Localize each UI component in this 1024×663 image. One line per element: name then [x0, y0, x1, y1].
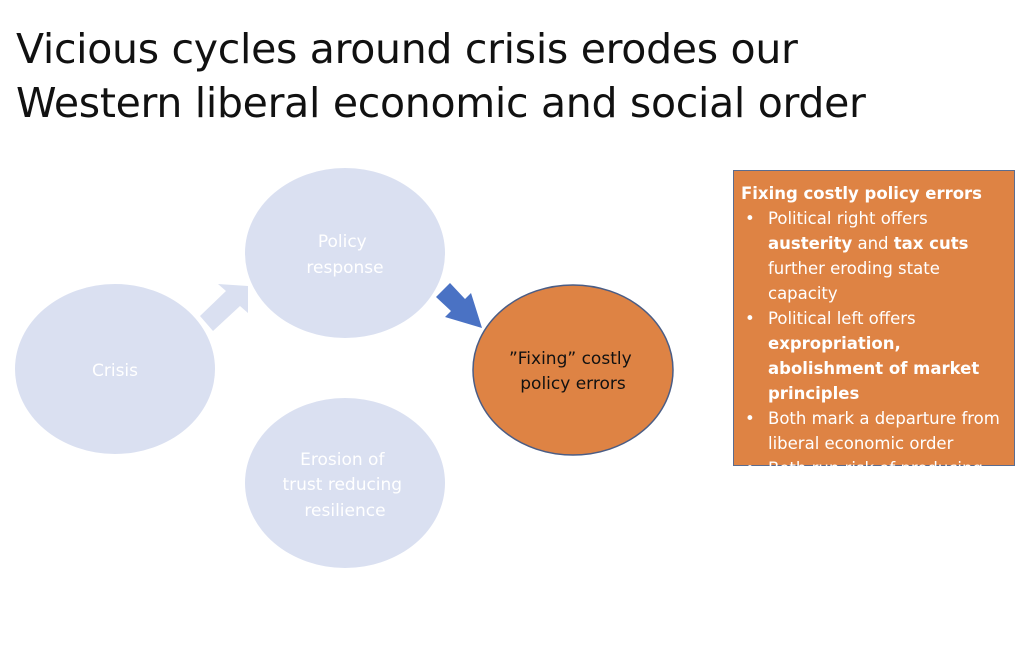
panel-title: Fixing costly policy errors	[741, 184, 983, 203]
node-policy-response-label: Policy response	[306, 232, 383, 278]
node-crisis-label: Crisis	[92, 361, 138, 381]
node-crisis-line-1: Crisis	[92, 361, 138, 381]
policy-errors-panel: Fixing costly policy errors • Political r…	[733, 170, 1015, 503]
bullet-text: Political right offers	[768, 209, 928, 228]
node-fixing-errors-line-1: ”Fixing” costly	[509, 349, 632, 369]
node-policy-response-line-2: response	[306, 258, 383, 278]
node-fixing-errors: ”Fixing” costly policy errors	[472, 284, 674, 456]
bullet-text: and	[852, 234, 894, 253]
node-erosion-of-trust: Erosion of trust reducing resilience	[245, 398, 445, 568]
bullet-emphasis: tax cuts	[893, 234, 969, 253]
panel-bullet-item: • Both mark a departure from liberal econ…	[741, 406, 1014, 456]
bullet-icon: •	[745, 409, 755, 428]
bullet-emphasis: expropriation, abolishment of market pri…	[768, 334, 980, 403]
panel-bullet-item: • Political right offers austerity and ta…	[741, 206, 1014, 306]
bullet-text: Both run risk of producing authoritarian…	[768, 459, 983, 503]
slide-title: Vicious cycles around crisis erodes our …	[16, 22, 1016, 130]
arrow-crisis-to-policy	[200, 284, 248, 331]
node-erosion-of-trust-label: Erosion of trust reducing resilience	[282, 450, 407, 521]
arrow-policy-to-fixing	[436, 283, 482, 328]
panel-bullet-list: • Political right offers austerity and ta…	[741, 206, 1014, 506]
bullet-icon: •	[745, 309, 755, 328]
bullet-icon: •	[745, 459, 755, 478]
node-policy-response-shape	[245, 168, 445, 338]
bullet-emphasis: austerity	[768, 234, 853, 253]
node-policy-response: Policy response	[245, 168, 445, 338]
panel-bullet-item: • Both run risk of producing authoritaria…	[741, 456, 1014, 506]
bullet-text: Political left offers	[768, 309, 916, 328]
node-erosion-of-trust-line-1: Erosion of	[300, 450, 385, 470]
slide-title-line-1: Vicious cycles around crisis erodes our	[16, 25, 798, 73]
slide-title-line-2: Western liberal economic and social orde…	[16, 79, 866, 127]
node-fixing-errors-label: ”Fixing” costly policy errors	[509, 349, 637, 394]
node-erosion-of-trust-line-3: resilience	[304, 501, 385, 521]
node-fixing-errors-shape	[472, 284, 674, 456]
node-crisis-shape	[15, 284, 215, 454]
bullet-icon: •	[745, 209, 755, 228]
bullet-text: further eroding state capacity	[768, 259, 940, 303]
node-erosion-of-trust-shape	[245, 398, 445, 568]
panel-bullet-item: • Political left offers expropriation, ab…	[741, 306, 1014, 406]
node-erosion-of-trust-line-2: trust reducing	[282, 475, 402, 495]
node-crisis: Crisis	[15, 284, 215, 454]
node-fixing-errors-line-2: policy errors	[520, 374, 626, 394]
bullet-text: Both mark a departure from liberal econo…	[768, 409, 1000, 453]
node-policy-response-line-1: Policy	[318, 232, 367, 252]
